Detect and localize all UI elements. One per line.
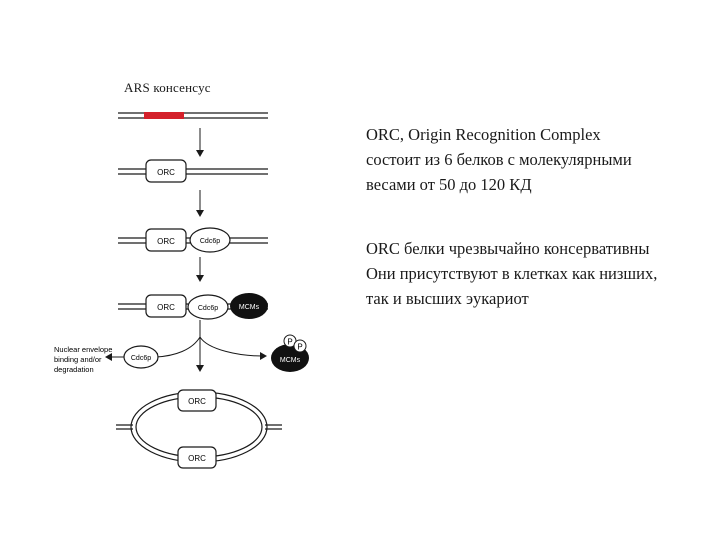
mcm-label: MCMs bbox=[280, 357, 301, 364]
dna-ars-row bbox=[118, 112, 268, 119]
phosphorylated-mcm: MCMs P P bbox=[271, 334, 309, 372]
orc-label: ORC bbox=[157, 237, 175, 246]
side-label-line-1: Nuclear envelope bbox=[54, 345, 112, 354]
phosphate-label: P bbox=[297, 343, 302, 352]
dna-orc-cdc6-row: ORC Cdc6p bbox=[118, 227, 268, 253]
orc-box bbox=[177, 446, 217, 469]
orc-description-block: ORC, Origin Recognition Complex состоит … bbox=[366, 122, 632, 197]
arrow-down-icon bbox=[196, 190, 204, 217]
replication-bubble: ORC ORC bbox=[116, 389, 282, 469]
orc-label: ORC bbox=[188, 454, 206, 463]
ars-consensus-segment bbox=[144, 112, 184, 119]
cdc6-label: Cdc6p bbox=[200, 238, 220, 245]
dna-orc-row: ORC bbox=[118, 159, 268, 183]
text-line: так и высших эукариот bbox=[366, 289, 529, 308]
arrow-down-icon bbox=[196, 128, 204, 157]
text-line: Они присутствуют в клетках как низших, bbox=[366, 264, 658, 283]
side-label-line-2: binding and/or bbox=[54, 355, 102, 364]
text-line: весами от 50 до 120 КД bbox=[366, 175, 532, 194]
nuclear-envelope-label: Nuclear envelope binding and/or degradat… bbox=[54, 345, 112, 374]
orc-box bbox=[145, 228, 187, 252]
mcm-ellipse bbox=[230, 293, 268, 319]
cdc6-ellipse bbox=[123, 345, 159, 369]
cdc6-ellipse bbox=[187, 294, 229, 320]
side-label-line-3: degradation bbox=[54, 365, 94, 374]
orc-box bbox=[145, 294, 187, 318]
branch-left-arrow bbox=[155, 336, 201, 358]
orc-label: ORC bbox=[157, 303, 175, 312]
orc-box bbox=[145, 159, 187, 183]
phosphate-circle bbox=[293, 339, 307, 353]
orc-box bbox=[177, 389, 217, 412]
cdc6-ellipse bbox=[189, 227, 231, 253]
phosphate-label: P bbox=[287, 338, 292, 347]
orc-conservation-block: ORC белки чрезвычайно консервативны Они … bbox=[366, 236, 657, 311]
cdc6-label: Cdc6p bbox=[131, 355, 151, 362]
mcm-label: MCMs bbox=[239, 304, 260, 311]
text-line: ORC белки чрезвычайно консервативны bbox=[366, 239, 650, 258]
branch-right-arrow bbox=[199, 336, 263, 357]
cdc6-label: Cdc6p bbox=[198, 305, 218, 312]
text-line: состоит из 6 белков с молекулярными bbox=[366, 150, 632, 169]
dna-orc-cdc6-mcm-row: ORC Cdc6p MCMs bbox=[118, 293, 268, 320]
released-cdc6: Cdc6p bbox=[123, 345, 159, 369]
arrow-down-icon bbox=[196, 257, 204, 282]
orc-label: ORC bbox=[157, 168, 175, 177]
orc-label: ORC bbox=[188, 397, 206, 406]
text-line: ORC, Origin Recognition Complex bbox=[366, 125, 601, 144]
ars-consensus-label: ARS консенсус bbox=[124, 80, 211, 95]
